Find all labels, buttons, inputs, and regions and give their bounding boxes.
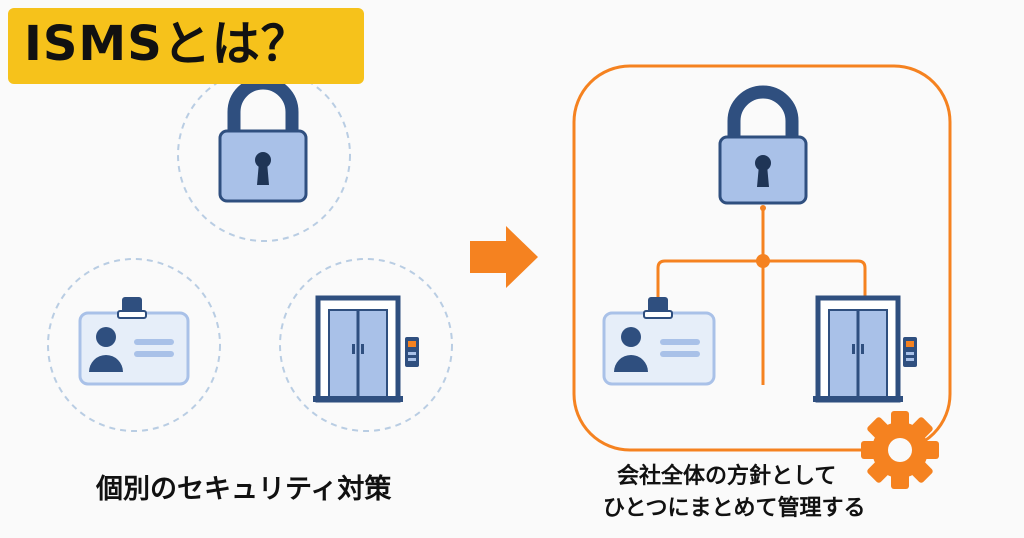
connector-hub [756, 254, 770, 268]
padlock-icon [218, 76, 308, 203]
right-caption-line2: ひとつにまとめて管理する [603, 496, 866, 521]
lock-circle [177, 68, 351, 242]
padlock-icon [718, 85, 808, 205]
management-frame [572, 64, 952, 452]
badge-circle [47, 258, 221, 432]
connector-node-top [760, 205, 766, 211]
security-door-icon [813, 295, 917, 403]
left-caption: 個別のセキュリティ対策 [96, 474, 392, 505]
id-badge-icon [602, 297, 716, 386]
id-badge-icon [78, 297, 190, 386]
door-circle [279, 258, 453, 432]
title-banner [8, 8, 364, 84]
right-caption-line1: 会社全体の方針として [617, 464, 837, 489]
security-door-icon [313, 295, 419, 403]
right-arrow-icon [470, 226, 538, 288]
page-title: ISMSとは？ [24, 16, 310, 72]
gear-icon [861, 411, 939, 489]
